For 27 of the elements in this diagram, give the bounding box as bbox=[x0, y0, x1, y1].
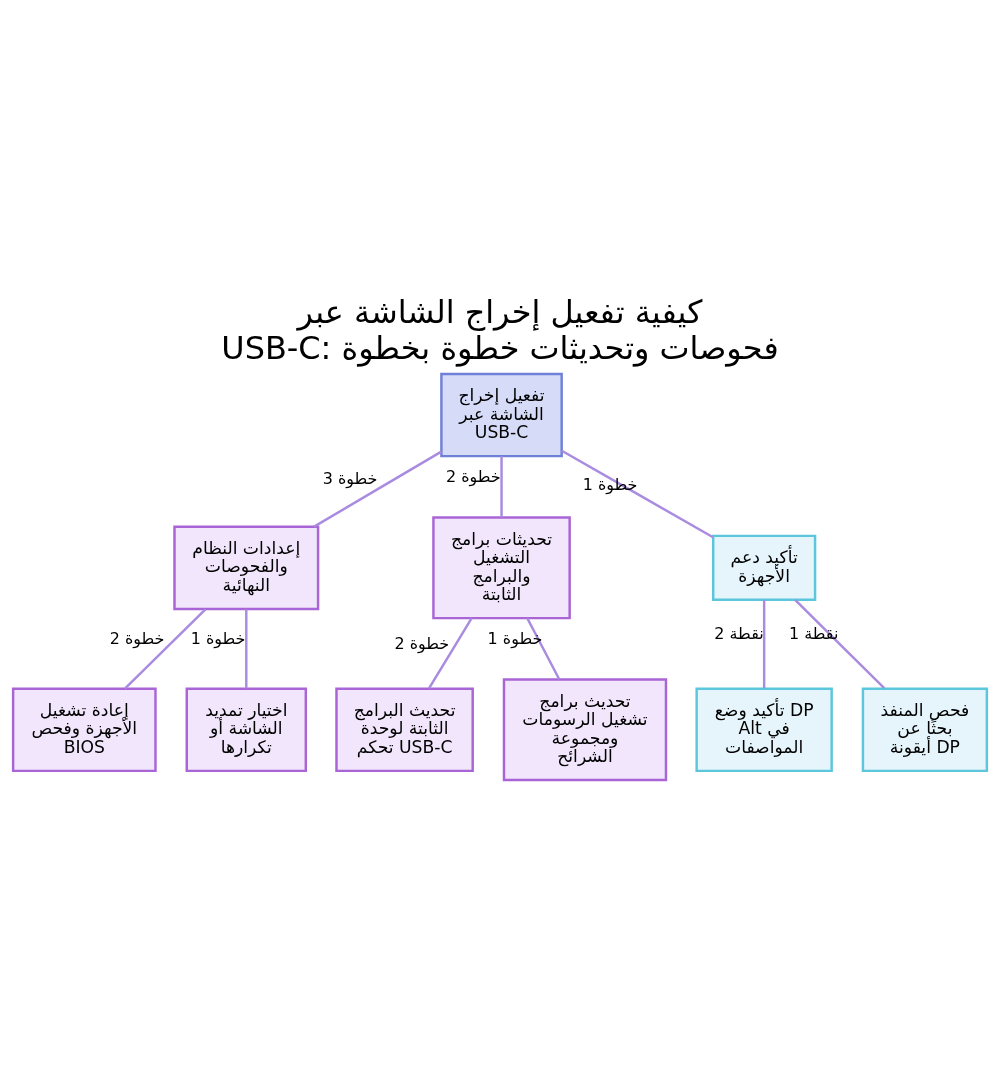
node-box: إعدادات النظام والفحوصات النهائية bbox=[173, 524, 320, 610]
edge-label: خطوة 2 bbox=[109, 628, 165, 648]
connector bbox=[526, 617, 561, 680]
node-box: تحديث البرامج الثابتة لوحدة تحكم USB-C bbox=[335, 686, 474, 772]
edge-label: خطوة 2 bbox=[445, 466, 501, 486]
connector bbox=[245, 608, 248, 688]
connector bbox=[313, 450, 442, 528]
connector bbox=[762, 599, 766, 688]
connector bbox=[500, 455, 503, 517]
node-box: تحديثات برامج التشغيل والبرامج الثابتة bbox=[432, 515, 571, 619]
edge-label: خطوة 2 bbox=[394, 633, 450, 653]
node-box: اختيار تمديد الشاشة أو تكرارها bbox=[185, 686, 308, 772]
node-box: تأكيد دعم الأجهزة bbox=[712, 534, 817, 601]
edge-label: خطوة 1 bbox=[190, 628, 246, 648]
node-box: تحديث برامج تشغيل الرسومات ومجموعة الشرائح bbox=[502, 677, 668, 781]
edge-label: خطوة 3 bbox=[322, 468, 378, 488]
connector bbox=[427, 617, 473, 689]
edge-label: نقطة 1 bbox=[789, 623, 839, 643]
edge-label: خطوة 1 bbox=[582, 474, 638, 494]
connector bbox=[124, 607, 207, 689]
diagram-title: كيفية تفعيل إخراج الشاشة عبر USB-C: فحوصات وتحديثات خطوة بخطوة bbox=[221, 292, 779, 367]
node-box: فحص المنفذ بحثًا عن أيقونة DP bbox=[861, 686, 989, 772]
connector bbox=[561, 449, 714, 538]
node-box: تأكيد وضع DP Alt في المواصفات bbox=[695, 686, 833, 772]
connector bbox=[794, 598, 886, 689]
edge-label: خطوة 1 bbox=[487, 628, 543, 648]
edge-label: نقطة 2 bbox=[714, 623, 764, 643]
